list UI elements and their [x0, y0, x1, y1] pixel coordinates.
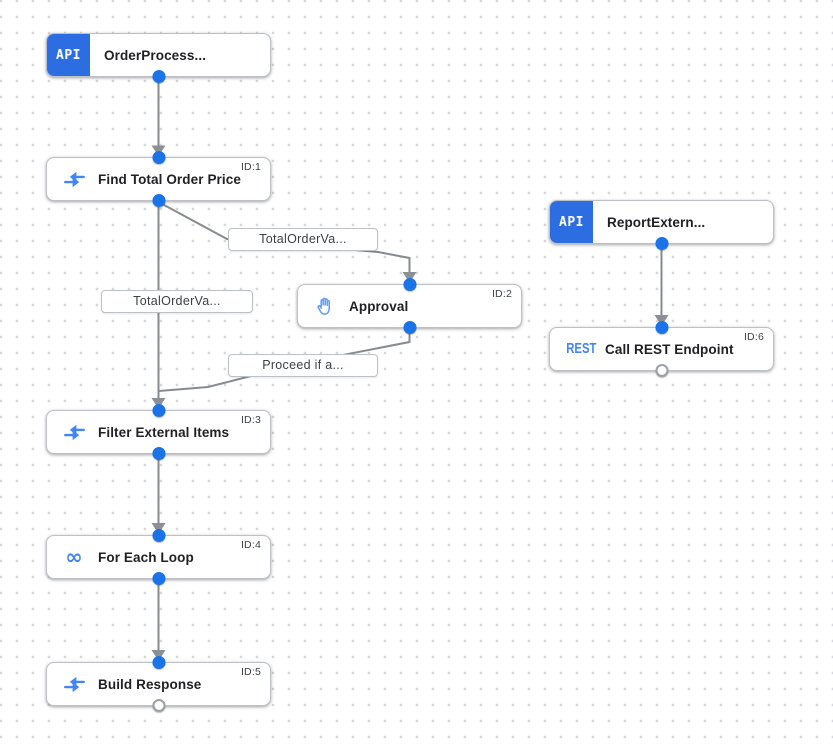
node-title: Build Response — [98, 676, 202, 692]
edge-reportextern-to-callrest — [654, 244, 669, 326]
output-port[interactable] — [152, 447, 165, 460]
node-approval[interactable]: ID:2 Approval — [297, 278, 522, 334]
task-id-label: ID:3 — [240, 414, 261, 426]
edge-condition-label-approval-to-filter[interactable]: Proceed if a... — [228, 354, 378, 377]
input-port[interactable] — [152, 656, 165, 669]
data-mapping-icon — [60, 423, 88, 442]
api-trigger-badge-icon: API — [550, 201, 593, 243]
node-orderprocess-trigger[interactable]: API OrderProcess... — [46, 33, 271, 83]
node-title: For Each Loop — [98, 549, 194, 565]
node-title: ReportExtern... — [607, 214, 706, 230]
infinity-glyph: ∞ — [65, 545, 83, 569]
edge-find-to-approval — [158, 201, 417, 283]
rest-icon-text: REST — [565, 341, 597, 357]
output-port[interactable] — [152, 70, 165, 83]
input-port[interactable] — [152, 529, 165, 542]
node-title: Approval — [349, 298, 409, 314]
api-trigger-badge-icon: API — [47, 34, 90, 76]
task-id-label: ID:1 — [240, 161, 261, 173]
node-title: OrderProcess... — [104, 47, 207, 63]
approval-hand-icon — [311, 295, 339, 317]
node-find-total-order-price[interactable]: ID:1 Find Total Order Price — [46, 151, 271, 207]
loop-infinity-icon: ∞ — [60, 545, 88, 569]
task-id-label: ID:2 — [491, 288, 512, 300]
data-mapping-icon — [60, 675, 88, 694]
node-title: Find Total Order Price — [98, 171, 241, 187]
input-port[interactable] — [152, 151, 165, 164]
input-port[interactable] — [655, 321, 668, 334]
output-port[interactable] — [152, 572, 165, 585]
node-title: Filter External Items — [98, 424, 230, 440]
task-id-label: ID:5 — [240, 666, 261, 678]
node-for-each-loop[interactable]: ID:4 ∞ For Each Loop — [46, 529, 271, 585]
input-port[interactable] — [403, 278, 416, 291]
output-port-unconnected[interactable] — [152, 699, 165, 712]
node-title: Call REST Endpoint — [605, 341, 734, 357]
input-port[interactable] — [152, 404, 165, 417]
task-id-label: ID:4 — [240, 539, 261, 551]
node-call-rest-endpoint[interactable]: ID:6 REST Call REST Endpoint — [549, 321, 774, 377]
data-mapping-icon — [60, 170, 88, 189]
node-reportextern-trigger[interactable]: API ReportExtern... — [549, 200, 774, 250]
edge-condition-label-find-to-filter[interactable]: TotalOrderVa... — [101, 290, 253, 313]
edge-condition-label-find-to-approval[interactable]: TotalOrderVa... — [228, 228, 378, 251]
rest-icon: REST — [563, 341, 599, 357]
output-port-unconnected[interactable] — [655, 364, 668, 377]
edge-filter-to-foreach — [151, 454, 166, 534]
node-build-response[interactable]: ID:5 Build Response — [46, 656, 271, 712]
output-port[interactable] — [152, 194, 165, 207]
node-filter-external-items[interactable]: ID:3 Filter External Items — [46, 404, 271, 460]
task-id-label: ID:6 — [743, 331, 764, 343]
edge-foreach-to-build — [151, 579, 166, 661]
edge-orderprocess-to-find — [151, 77, 166, 156]
output-port[interactable] — [655, 237, 668, 250]
output-port[interactable] — [403, 321, 416, 334]
